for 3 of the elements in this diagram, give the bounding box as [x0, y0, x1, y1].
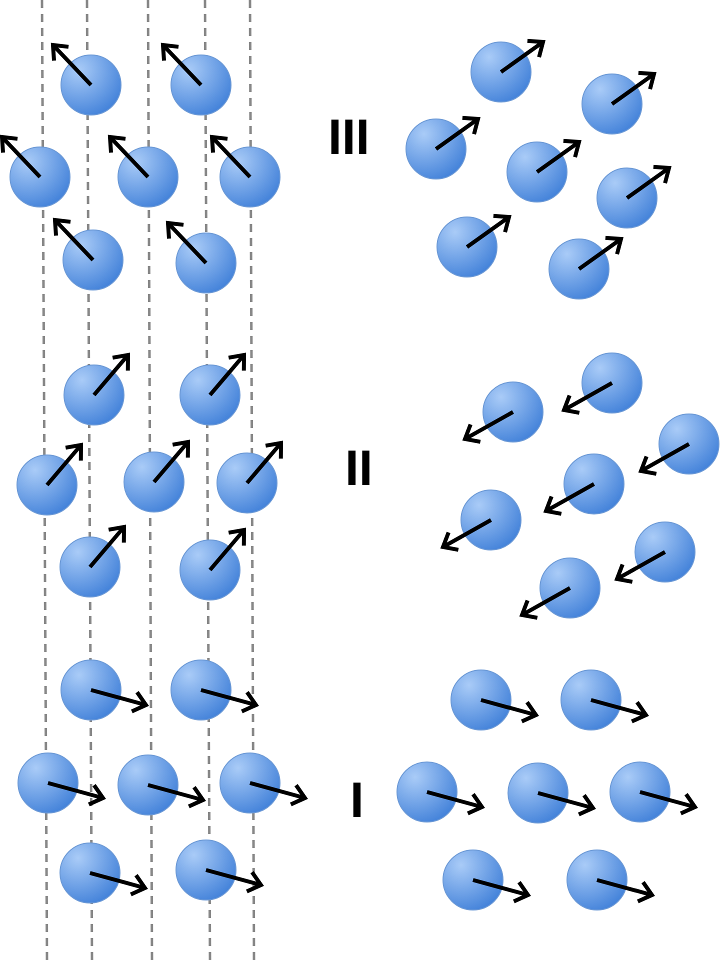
- phase-label: II: [345, 443, 373, 493]
- phase-label: III: [328, 112, 370, 162]
- phase-label: I: [350, 775, 364, 825]
